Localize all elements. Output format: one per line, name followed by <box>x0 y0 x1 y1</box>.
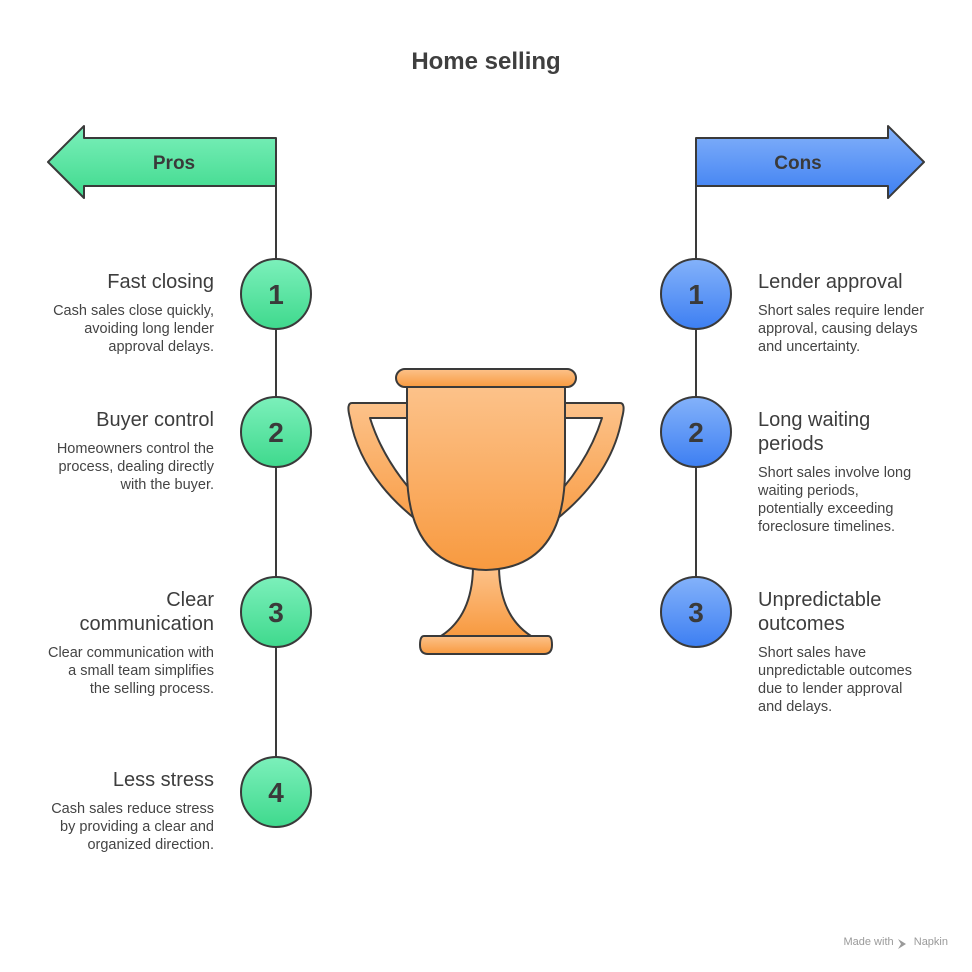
pros-item-2: Buyer control Homeowners control the pro… <box>44 408 214 494</box>
pros-item-4-description: Cash sales reduce stress by providing a … <box>51 801 214 853</box>
cons-number-3: 3 <box>688 597 704 628</box>
pros-item-3: Clear communication Clear communication … <box>44 588 214 698</box>
pros-badge-2: 2 <box>240 396 312 468</box>
cons-item-2-description: Short sales involve long waiting periods… <box>758 465 912 535</box>
cons-badge-3: 3 <box>660 576 732 648</box>
cons-number-1: 1 <box>688 279 704 310</box>
pros-item-1-description: Cash sales close quickly, avoiding long … <box>53 303 214 355</box>
pros-item-4-title: Less stress <box>112 769 214 791</box>
pros-label: Pros <box>153 153 195 174</box>
pros-badge-3: 3 <box>240 576 312 648</box>
pros-item-4: Less stress Cash sales reduce stress by … <box>44 768 214 854</box>
cons-item-3-description: Short sales have unpredictable outcomes … <box>758 645 912 715</box>
page-title: Home selling <box>411 48 561 75</box>
pros-item-2-description: Homeowners control the process, dealing … <box>56 441 214 493</box>
cons-item-1-title: Lender approval <box>758 271 903 293</box>
pros-badge-1: 1 <box>240 258 312 330</box>
trophy-base <box>419 635 553 655</box>
cons-number-2: 2 <box>688 417 704 448</box>
pros-item-3-description: Clear communication with a small team si… <box>47 645 214 697</box>
pros-item-3-title: Clear communication <box>79 589 214 635</box>
cons-item-3-title: Unpredictable outcomes <box>758 589 882 635</box>
pros-number-3: 3 <box>268 597 284 628</box>
trophy-stem <box>440 567 532 637</box>
pros-item-1-title: Fast closing <box>107 271 214 293</box>
trophy-icon <box>347 368 625 655</box>
pros-arrow: Pros <box>47 125 277 199</box>
cons-item-2-title: Long waiting periods <box>758 409 871 455</box>
footer-text: Made with <box>843 936 894 948</box>
pros-item-1: Fast closing Cash sales close quickly, a… <box>44 270 214 356</box>
pros-number-2: 2 <box>268 417 284 448</box>
cons-item-3: Unpredictable outcomes Short sales have … <box>758 588 928 716</box>
napkin-logo-icon <box>898 939 906 949</box>
trophy-rim <box>395 368 577 388</box>
cons-label: Cons <box>774 153 822 174</box>
cons-item-1: Lender approval Short sales require lend… <box>758 270 928 356</box>
pros-number-4: 4 <box>268 777 284 808</box>
pros-badge-4: 4 <box>240 756 312 828</box>
cons-arrow: Cons <box>695 125 925 199</box>
footer-brand: Napkin <box>913 936 948 948</box>
pros-number-1: 1 <box>268 279 284 310</box>
cons-item-2: Long waiting periods Short sales involve… <box>758 408 928 536</box>
trophy-cup <box>406 385 566 571</box>
cons-item-1-description: Short sales require lender approval, cau… <box>758 303 925 355</box>
pros-item-2-title: Buyer control <box>96 409 214 431</box>
cons-badge-2: 2 <box>660 396 732 468</box>
made-with-footer: Made with Napkin <box>843 936 948 948</box>
cons-badge-1: 1 <box>660 258 732 330</box>
